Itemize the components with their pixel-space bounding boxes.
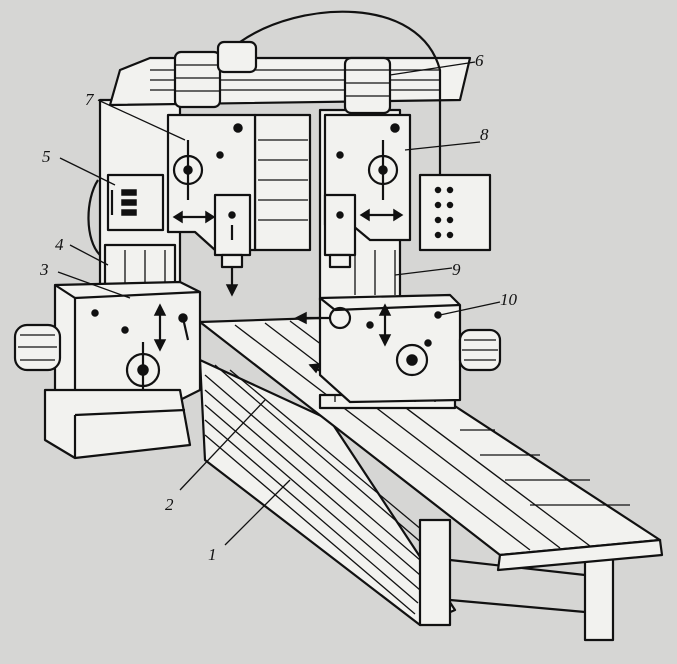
leader-lines [57,61,501,546]
label-8: 8 [480,125,489,144]
bed [198,358,615,642]
label-6: 6 [475,51,484,70]
right-vertical-head [323,113,492,269]
left-side-head [13,280,202,460]
label-9: 9 [452,260,461,279]
left-vertical-head [166,113,257,297]
label-3: 3 [39,260,49,279]
right-side-head [294,293,502,404]
crossrail-left-end [87,173,165,256]
label-7: 7 [85,90,95,109]
part-labels: 1 2 3 4 5 6 7 8 9 10 [39,51,518,564]
label-5: 5 [42,147,51,166]
label-1: 1 [208,545,217,564]
label-4: 4 [55,235,64,254]
label-10: 10 [500,290,518,309]
table [198,316,664,572]
label-2: 2 [165,495,174,514]
top-beam [108,10,472,175]
crossrail [253,113,312,252]
